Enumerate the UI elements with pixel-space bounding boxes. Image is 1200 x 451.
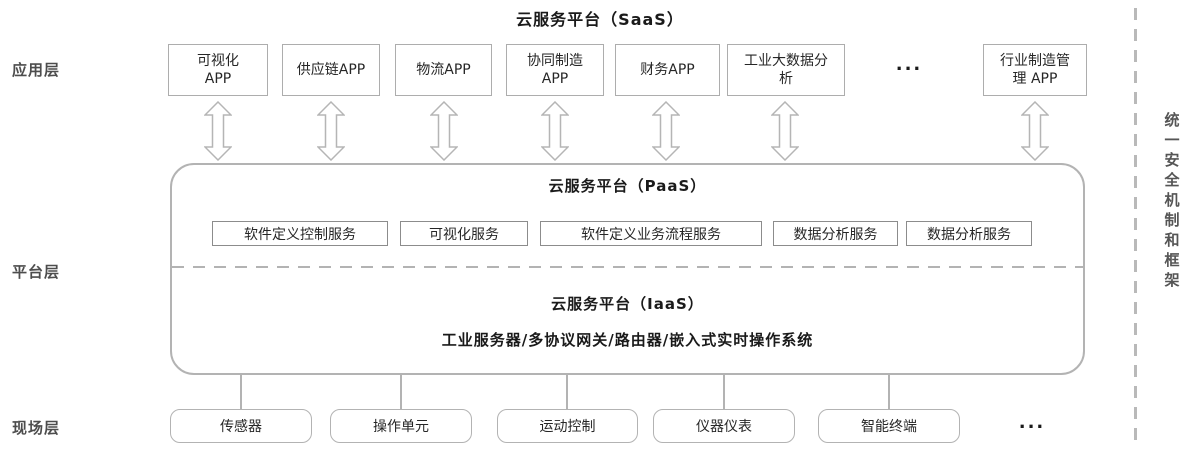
connector-line xyxy=(400,375,402,409)
double-arrow-icon xyxy=(204,101,232,161)
double-arrow-icon xyxy=(541,101,569,161)
field-box-operation-unit: 操作单元 xyxy=(330,409,472,443)
app-box-collaborative-manufacturing: 协同制造 APP xyxy=(506,44,604,96)
double-arrow-icon xyxy=(317,101,345,161)
app-box-industrial-big-data: 工业大数据分 析 xyxy=(727,44,845,96)
saas-title: 云服务平台（SaaS） xyxy=(516,10,684,29)
field-box-sensor: 传感器 xyxy=(170,409,312,443)
app-box-finance: 财务APP xyxy=(615,44,720,96)
service-box-software-defined-control: 软件定义控制服务 xyxy=(212,221,388,246)
double-arrow-icon xyxy=(771,101,799,161)
security-framework-label: 统一安全机制和框架 xyxy=(1162,112,1181,292)
layer-label-platform: 平台层 xyxy=(12,263,61,281)
field-box-instrumentation: 仪器仪表 xyxy=(653,409,795,443)
connector-line xyxy=(566,375,568,409)
connector-line xyxy=(888,375,890,409)
iaas-title: 云服务平台（IaaS） xyxy=(551,295,704,313)
layer-label-application: 应用层 xyxy=(12,61,61,79)
iaas-subtitle: 工业服务器/多协议网关/路由器/嵌入式实时操作系统 xyxy=(441,331,814,349)
app-box-logistics: 物流APP xyxy=(395,44,492,96)
double-arrow-icon xyxy=(1021,101,1049,161)
app-box-supply-chain: 供应链APP xyxy=(282,44,380,96)
connector-line xyxy=(240,375,242,409)
app-box-visualization: 可视化 APP xyxy=(168,44,268,96)
security-divider-line xyxy=(1134,8,1137,446)
service-box-data-analysis-1: 数据分析服务 xyxy=(773,221,898,246)
app-row-ellipsis: ... xyxy=(895,54,923,75)
platform-container: 云服务平台（PaaS） 云服务平台（IaaS） 工业服务器/多协议网关/路由器/… xyxy=(170,163,1085,375)
connector-line xyxy=(723,375,725,409)
paas-title: 云服务平台（PaaS） xyxy=(548,177,707,195)
field-row-ellipsis: ... xyxy=(1018,412,1046,433)
double-arrow-icon xyxy=(430,101,458,161)
field-box-motion-control: 运动控制 xyxy=(497,409,638,443)
paas-iaas-divider xyxy=(172,266,1083,268)
service-box-visualization: 可视化服务 xyxy=(400,221,528,246)
layer-label-field: 现场层 xyxy=(12,419,61,437)
service-box-software-defined-business-process: 软件定义业务流程服务 xyxy=(540,221,762,246)
field-box-smart-terminal: 智能终端 xyxy=(818,409,960,443)
service-box-data-analysis-2: 数据分析服务 xyxy=(906,221,1032,246)
double-arrow-icon xyxy=(652,101,680,161)
app-box-industry-manufacturing-mgmt: 行业制造管 理 APP xyxy=(983,44,1087,96)
